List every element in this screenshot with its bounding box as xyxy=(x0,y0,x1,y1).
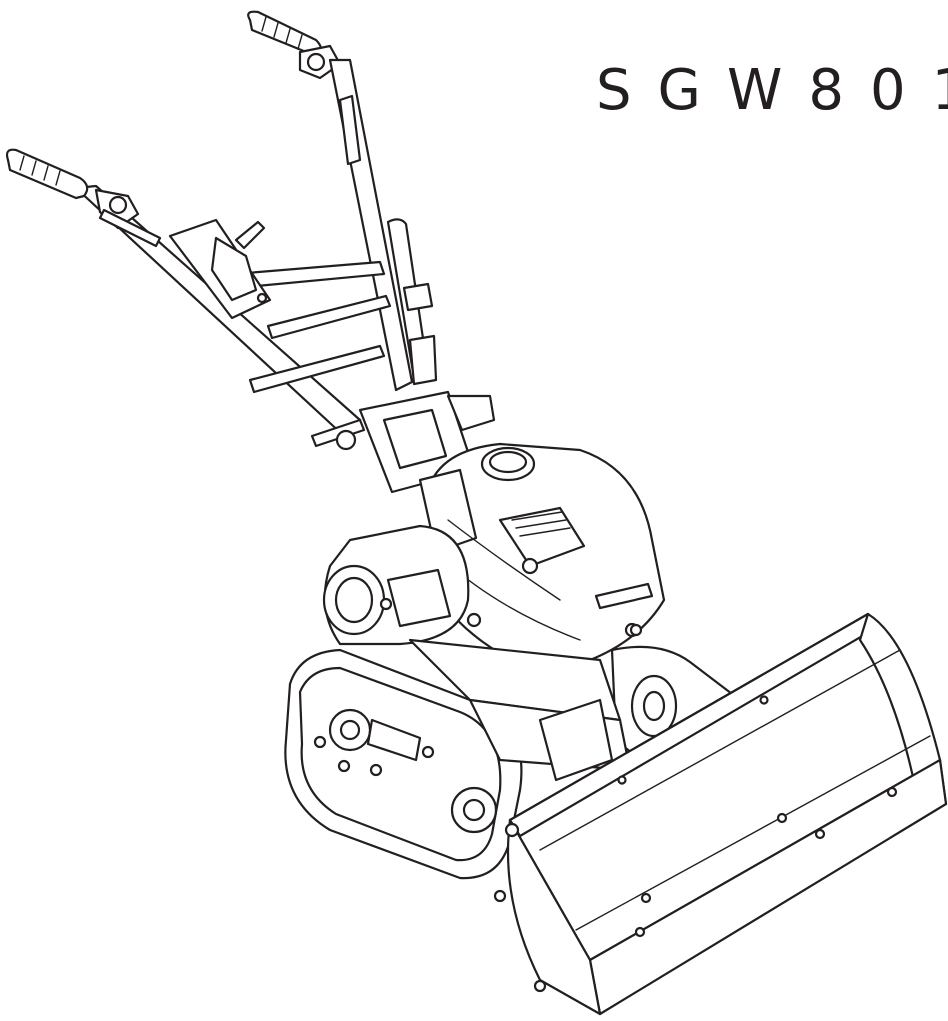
left-track xyxy=(284,648,523,880)
right-handle-bar xyxy=(247,10,438,392)
engine xyxy=(418,442,666,666)
plow-blade xyxy=(493,612,948,1016)
left-handle-bar xyxy=(5,148,362,438)
model-name: SGW801 xyxy=(596,58,948,123)
control-panel xyxy=(168,218,272,320)
belt-cover xyxy=(322,524,470,646)
